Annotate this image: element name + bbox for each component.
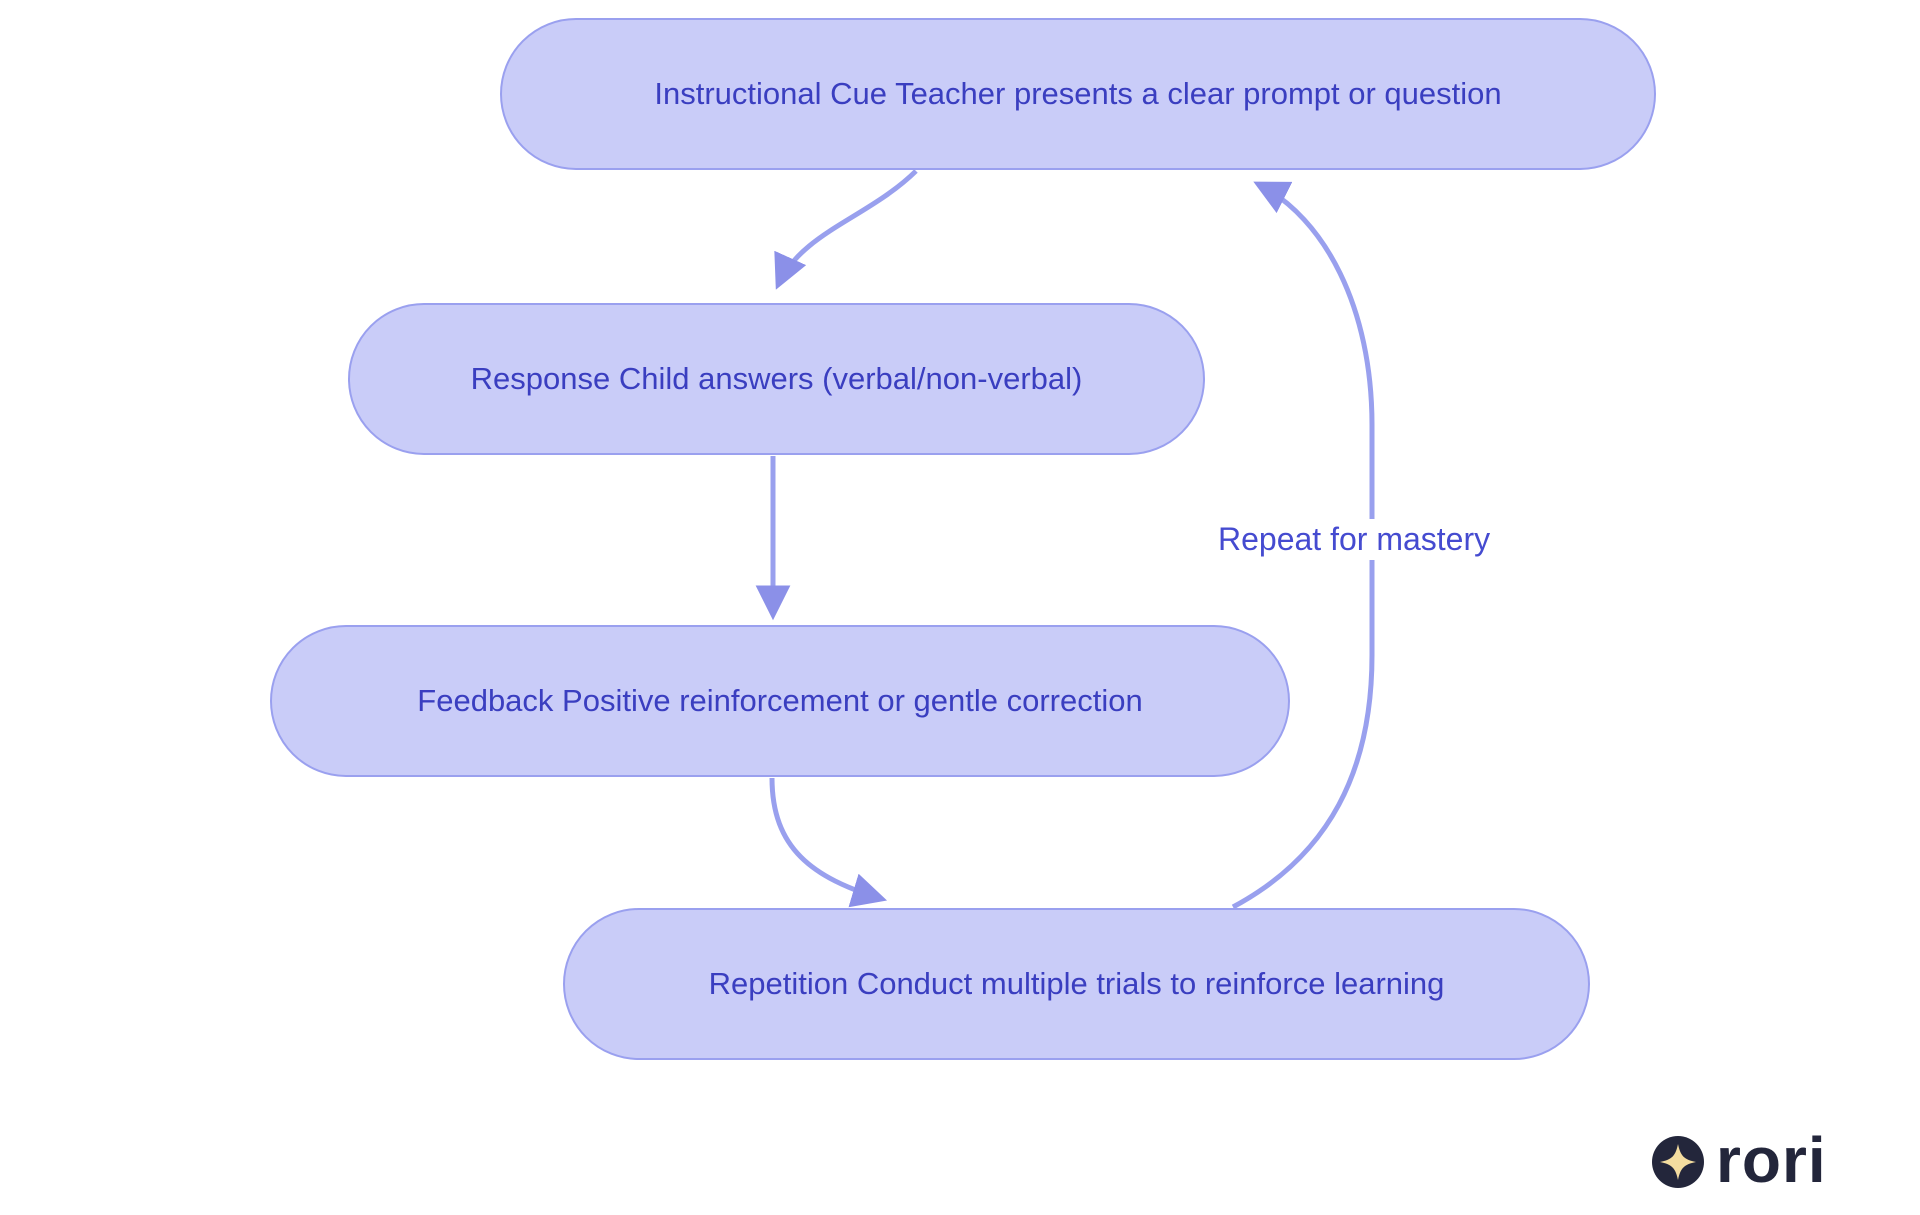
sparkle-circle-icon [1650,1134,1706,1190]
flow-node-instructional-cue: Instructional Cue Teacher presents a cle… [500,18,1656,170]
rori-logo-text: rori [1716,1124,1827,1196]
flow-node-feedback: Feedback Positive reinforcement or gentl… [270,625,1290,777]
flow-node-repetition: Repetition Conduct multiple trials to re… [563,908,1590,1060]
flow-node-label: Feedback Positive reinforcement or gentl… [417,683,1143,718]
flow-node-label: Response Child answers (verbal/non-verba… [470,361,1083,396]
edge-label-repeat-for-mastery: Repeat for mastery [1208,519,1501,560]
edge-feedback-to-repetition [769,777,888,908]
rori-logo: rori [1650,1118,1827,1192]
flow-node-label: Instructional Cue Teacher presents a cle… [654,76,1502,111]
flow-node-label: Repetition Conduct multiple trials to re… [708,966,1445,1001]
flow-node-response: Response Child answers (verbal/non-verba… [348,303,1205,455]
edge-cue-to-response [774,169,918,290]
